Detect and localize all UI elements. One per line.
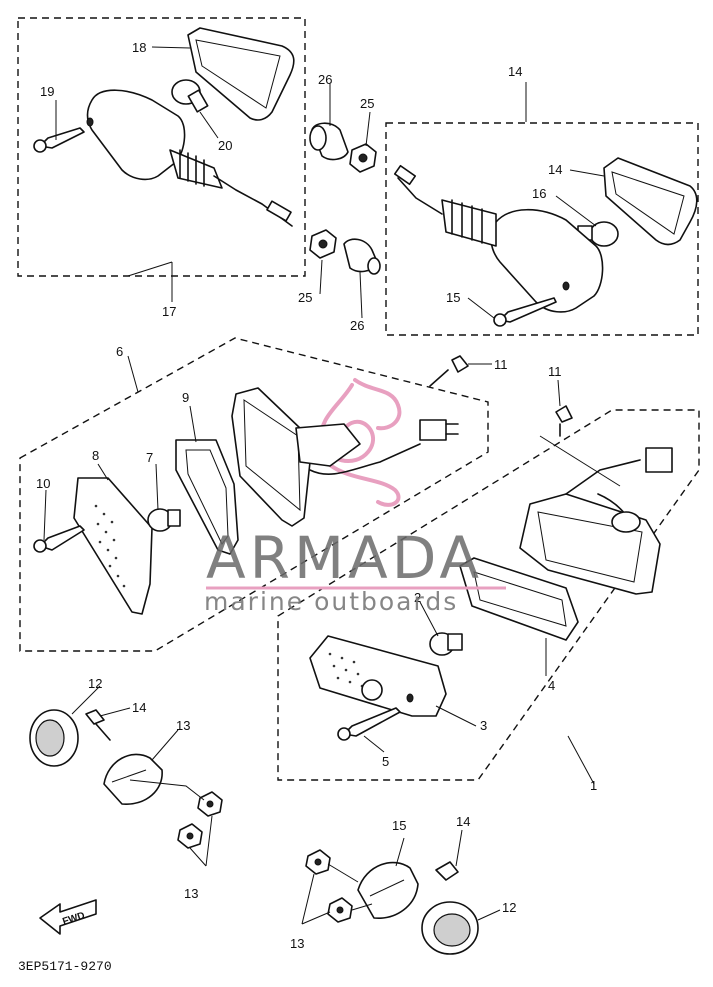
group-box-17 — [385, 122, 699, 336]
part-22-lens — [187, 27, 295, 121]
part-25-nut-upper — [349, 143, 377, 173]
callout-9: 9 — [182, 390, 189, 405]
callout-13-left: 13 — [184, 886, 198, 901]
part-11-screw-left — [429, 355, 469, 387]
part-code: 3EP5171-9270 — [18, 959, 112, 974]
callout-26-upper: 26 — [318, 72, 332, 87]
callout-10: 10 — [36, 476, 50, 491]
group-box-21 — [17, 17, 306, 277]
callout-11-right: 11 — [548, 364, 562, 379]
part-8-lens — [73, 477, 153, 615]
callout-21: 17 — [162, 304, 176, 319]
callout-7: 7 — [146, 450, 153, 465]
fwd-arrow-icon — [39, 899, 97, 935]
part-2-bulb — [429, 632, 463, 656]
callout-25-upper: 25 — [360, 96, 374, 111]
part-9-gasket — [175, 439, 239, 555]
part-13-nut-left-lower — [177, 823, 203, 849]
part-3-lens — [309, 635, 447, 717]
callout-6: 6 — [116, 344, 123, 359]
part-14-bolt-left — [85, 709, 111, 741]
leader-lines — [43, 46, 621, 925]
callout-4: 4 — [548, 678, 555, 693]
watermark-brand: ARMADA — [206, 524, 483, 592]
callout-12-left: 12 — [88, 676, 102, 691]
part-7-bulb — [147, 508, 181, 532]
part-12-reflector-right — [421, 901, 479, 955]
callout-23: 19 — [40, 84, 54, 99]
part-18-lens — [603, 157, 698, 246]
part-21-housing — [86, 89, 293, 227]
part-24-bulb — [171, 79, 209, 113]
part-6-housing — [231, 387, 459, 527]
part-13-nut-right-lower — [327, 897, 353, 923]
part-5-screw — [337, 707, 401, 741]
part-13-nut-left-upper — [197, 791, 223, 817]
callout-3: 3 — [480, 718, 487, 733]
callout-1: 1 — [590, 778, 597, 793]
group-box-6 — [19, 337, 489, 652]
callout-12-right: 12 — [502, 900, 516, 915]
group-box-1 — [277, 409, 700, 781]
part-12-reflector-left — [29, 709, 79, 767]
callout-14-right: 14 — [456, 814, 470, 829]
callout-8: 8 — [92, 448, 99, 463]
watermark-tagline: marine outboards — [204, 587, 458, 616]
part-17-housing — [393, 164, 604, 313]
callout-22: 18 — [132, 40, 146, 55]
part-13-nut-right-upper — [305, 849, 331, 875]
callout-13-right: 13 — [290, 936, 304, 951]
callout-25-lower: 25 — [298, 290, 312, 305]
callout-15: 15 — [392, 818, 406, 833]
callout-26-lower: 26 — [350, 318, 364, 333]
part-16-bracket — [103, 753, 163, 805]
callout-5: 5 — [382, 754, 389, 769]
part-19-screw — [493, 297, 557, 327]
callout-17: 14 — [508, 64, 522, 79]
callout-11-left: 11 — [494, 357, 508, 372]
part-4-gasket — [459, 557, 579, 641]
part-25-nut-lower — [309, 229, 337, 259]
part-23-screw — [33, 127, 85, 153]
callout-19: 15 — [446, 290, 460, 305]
callout-16: 13 — [176, 718, 190, 733]
callout-14-left: 14 — [132, 700, 146, 715]
watermark-logo-icon — [319, 378, 402, 507]
part-14-bolt-right — [435, 861, 459, 881]
callout-2: 2 — [414, 590, 421, 605]
part-1-housing — [519, 447, 673, 595]
part-26-grommet-lower — [343, 238, 381, 275]
callout-24: 20 — [218, 138, 232, 153]
part-10-screw — [33, 525, 85, 553]
callout-18: 14 — [548, 162, 562, 177]
part-15-bracket — [357, 861, 419, 919]
callout-labels: 18 19 20 26 25 25 26 17 14 14 16 15 6 9 … — [36, 40, 597, 951]
part-26-grommet-upper — [309, 122, 349, 161]
part-11-screw-right — [555, 405, 573, 437]
callout-20: 16 — [532, 186, 546, 201]
